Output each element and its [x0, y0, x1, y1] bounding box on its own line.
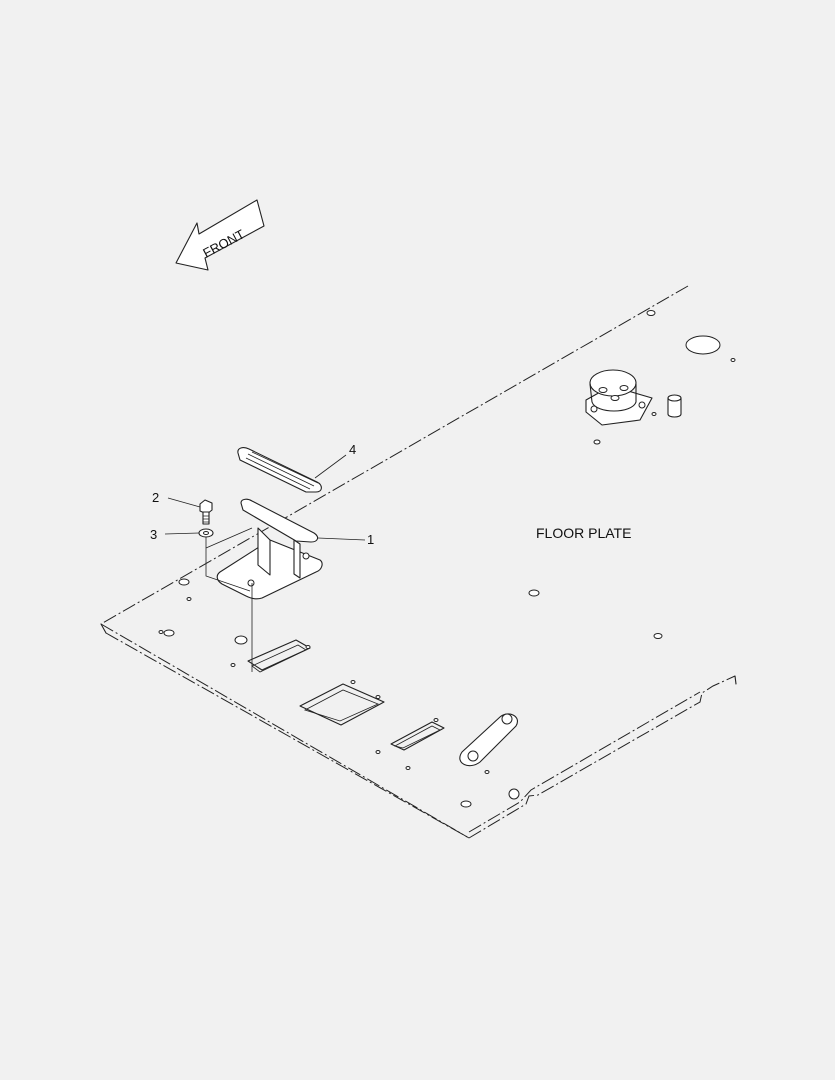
- floor-plate-label: FLOOR PLATE: [536, 525, 631, 541]
- plate-holes: [158, 310, 736, 808]
- callouts: 1 2 3 4: [150, 442, 374, 547]
- link-bracket: [459, 713, 520, 800]
- bolt: [199, 499, 213, 525]
- round-mount: [585, 369, 653, 426]
- guide-line-bracket: [205, 527, 253, 549]
- floor-plate: [100, 285, 737, 839]
- pedal-bracket: [216, 498, 323, 600]
- post: [667, 394, 682, 418]
- callout-3: 3: [150, 527, 157, 542]
- cutout-2: [299, 683, 385, 726]
- pedal-pad: [237, 447, 322, 493]
- callout-4: 4: [349, 442, 356, 457]
- cutout-3: [390, 721, 445, 751]
- washer: [198, 528, 214, 538]
- guide-line-washer: [205, 537, 251, 592]
- callout-1: 1: [367, 532, 374, 547]
- cutout-1: [247, 639, 311, 673]
- pedal-assembly: [198, 447, 323, 672]
- front-arrow: FRONT: [175, 199, 265, 271]
- callout-2: 2: [152, 490, 159, 505]
